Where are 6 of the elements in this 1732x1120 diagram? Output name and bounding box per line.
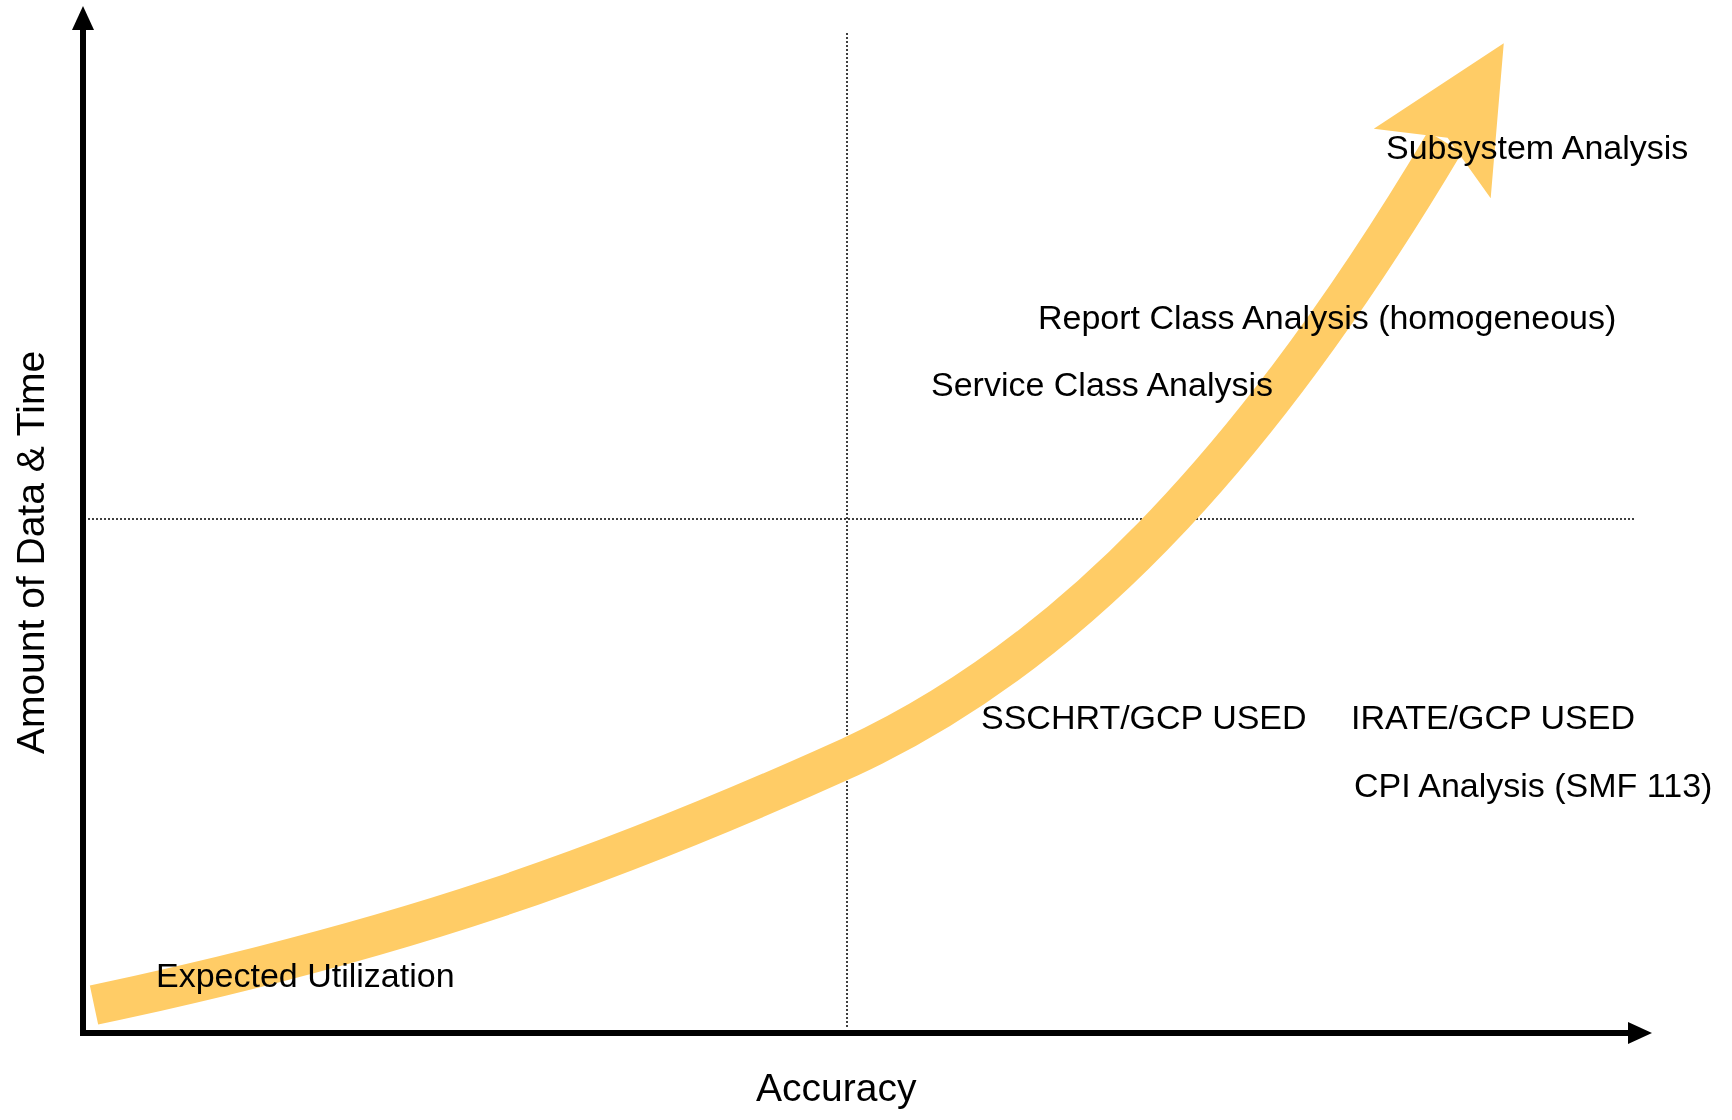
axis-title: Amount of Data & Time <box>10 350 50 754</box>
stage-label: Expected Utilization <box>156 958 455 992</box>
stage-label: IRATE/GCP USED <box>1351 700 1636 734</box>
stage-label: SSCHRT/GCP USED <box>981 700 1307 734</box>
axis-title: Accuracy <box>756 1068 917 1107</box>
stage-label: CPI Analysis (SMF 113) <box>1354 768 1713 802</box>
